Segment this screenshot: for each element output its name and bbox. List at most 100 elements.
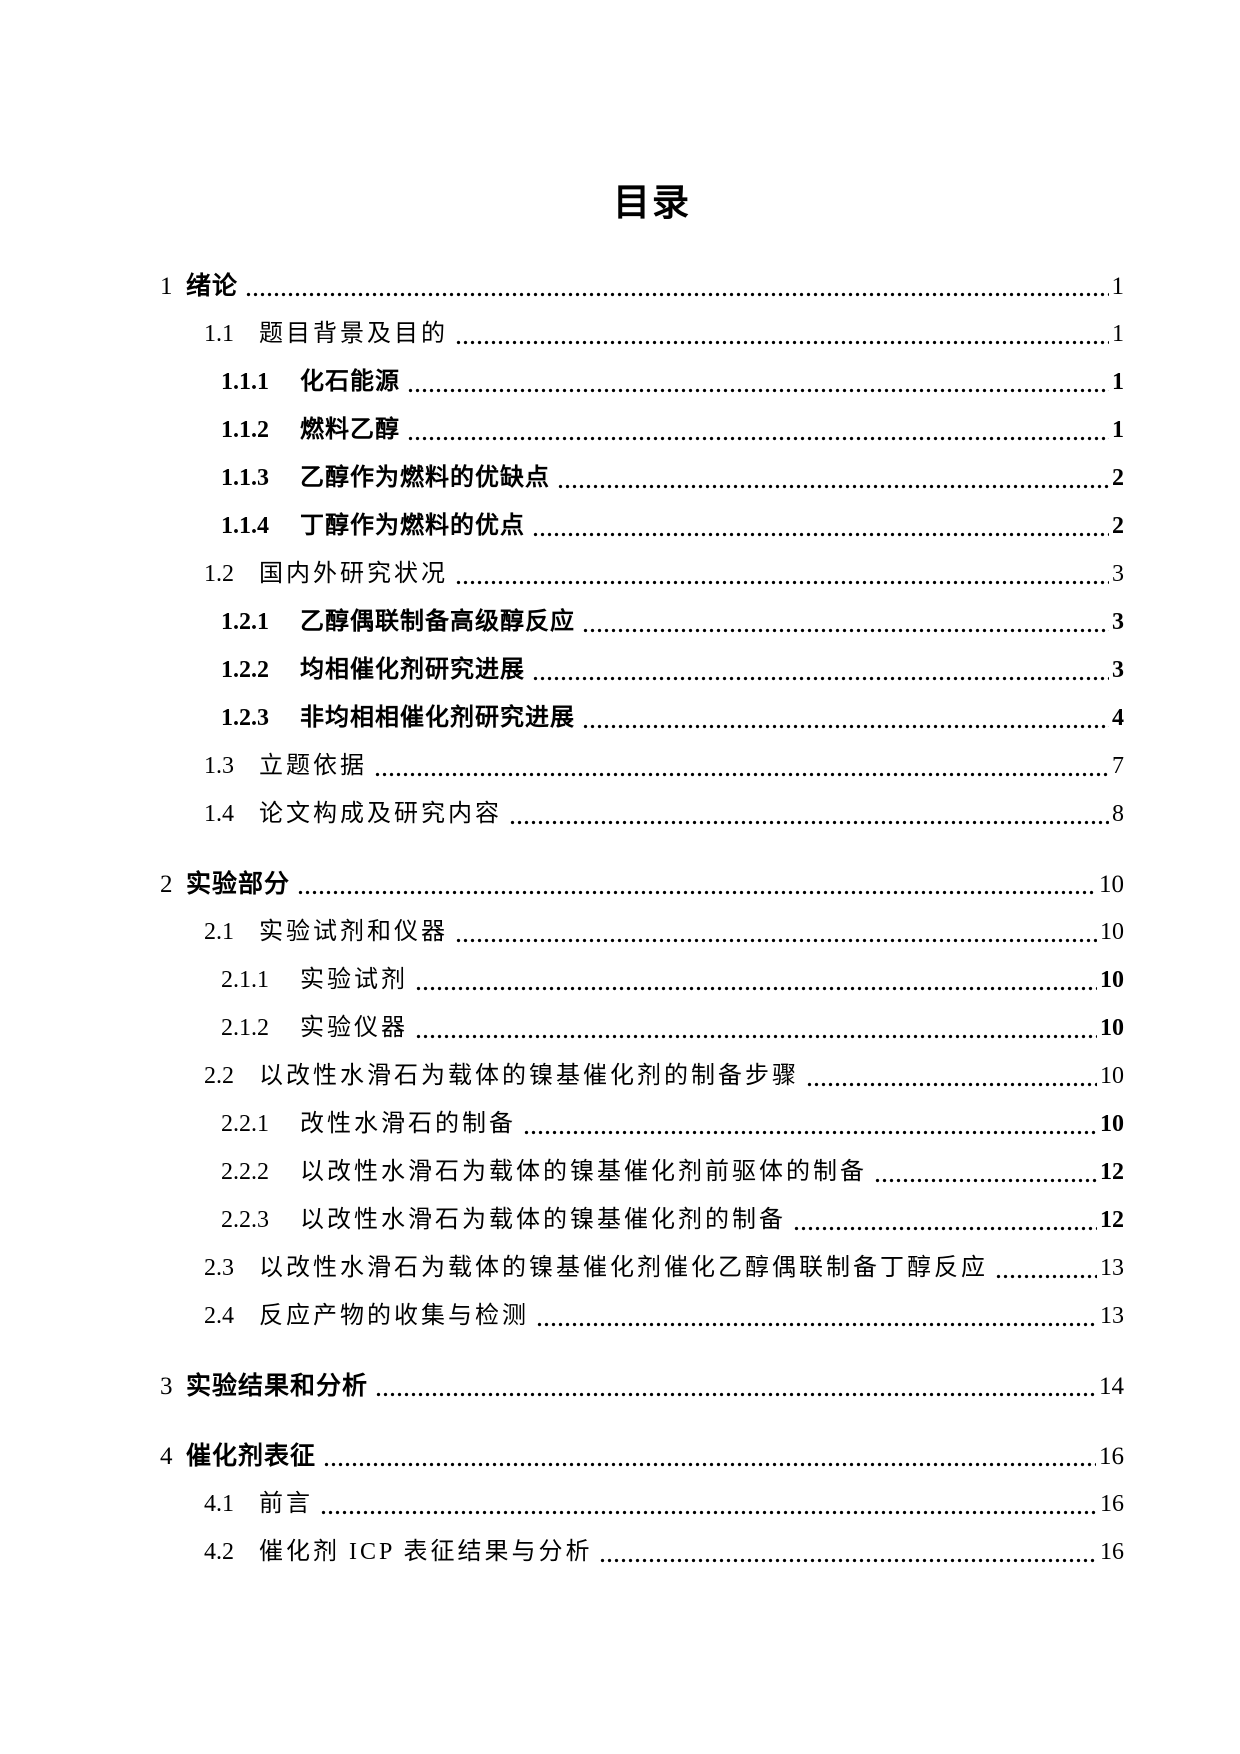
toc-entry-number: 4.2: [204, 1539, 234, 1565]
toc-entry[interactable]: 2.2.3 以改性水滑石为载体的镍基催化剂的制备 12: [160, 1196, 1124, 1244]
toc-entry-page: 13: [1100, 1255, 1124, 1281]
toc-entry-number: 1.1.3: [221, 465, 269, 491]
toc-entry-title: 前言: [259, 1491, 313, 1517]
toc-entry-page: 14: [1099, 1373, 1124, 1400]
toc-entry-title: 燃料乙醇: [300, 416, 400, 443]
toc-leader-dots: [456, 550, 1109, 598]
toc-entry-page: 16: [1099, 1443, 1124, 1470]
toc-entry-title: 以改性水滑石为载体的镍基催化剂催化乙醇偶联制备丁醇反应: [259, 1255, 988, 1281]
toc-entry-title: 以改性水滑石为载体的镍基催化剂的制备: [300, 1207, 786, 1233]
toc-entry-title: 化石能源: [300, 368, 400, 395]
toc-leader-dots: [524, 1100, 1097, 1148]
toc-entry-page: 1: [1112, 417, 1124, 443]
toc-leader-dots: [321, 1480, 1097, 1528]
toc-entry-page: 2: [1112, 513, 1124, 539]
toc-entry-page: 3: [1112, 609, 1124, 635]
toc-entry-number: 2.2.3: [221, 1207, 269, 1233]
toc-entry[interactable]: 1.4 论文构成及研究内容 8: [160, 790, 1124, 838]
toc-leader-dots: [583, 598, 1109, 646]
toc-entry[interactable]: 2.2.2 以改性水滑石为载体的镍基催化剂前驱体的制备 12: [160, 1148, 1124, 1196]
toc-entry-title: 改性水滑石的制备: [300, 1111, 516, 1137]
toc-entry[interactable]: 2.2 以改性水滑石为载体的镍基催化剂的制备步骤 10: [160, 1052, 1124, 1100]
page-title: 目录: [613, 182, 691, 223]
toc-entry-number: 1: [160, 273, 173, 300]
toc-entry-title: 乙醇作为燃料的优缺点: [300, 464, 550, 491]
toc-entry-number: 1.1: [204, 321, 234, 347]
toc-entry[interactable]: 1 绪论 1: [160, 262, 1124, 310]
toc-entry[interactable]: 2 实验部分 10: [160, 860, 1124, 908]
toc-entry-page: 4: [1112, 705, 1124, 731]
toc-entry-number: 1.3: [204, 753, 234, 779]
toc-entry-page: 8: [1112, 801, 1124, 827]
toc-entry[interactable]: 1.2.3 非均相相催化剂研究进展 4: [160, 694, 1124, 742]
toc-leader-dots: [456, 310, 1109, 358]
toc-entry-number: 3: [160, 1373, 173, 1400]
toc-leader-dots: [537, 1292, 1097, 1340]
toc-entry-number: 1.1.1: [221, 369, 269, 395]
toc-entry[interactable]: 1.1.4 丁醇作为燃料的优点 2: [160, 502, 1124, 550]
toc-entry-page: 7: [1112, 753, 1124, 779]
toc-entry[interactable]: 2.1.1 实验试剂 10: [160, 956, 1124, 1004]
toc-leader-dots: [375, 742, 1109, 790]
toc-leader-dots: [583, 694, 1109, 742]
toc-entry-title: 论文构成及研究内容: [259, 801, 502, 827]
toc-leader-dots: [996, 1244, 1097, 1292]
toc-entry-title: 绪论: [186, 272, 239, 300]
toc-entry-number: 1.2.2: [221, 657, 269, 683]
toc-leader-dots: [416, 1004, 1097, 1052]
toc-entry-title: 丁醇作为燃料的优点: [300, 512, 525, 539]
toc-entry[interactable]: 1.1 题目背景及目的 1: [160, 310, 1124, 358]
toc-entry-title: 实验试剂: [300, 967, 408, 993]
toc-leader-dots: [298, 860, 1096, 908]
toc-entry[interactable]: 4.1 前言 16: [160, 1480, 1124, 1528]
toc-entry-page: 10: [1099, 871, 1124, 898]
toc-entry-number: 2: [160, 871, 173, 898]
toc-leader-dots: [875, 1148, 1097, 1196]
toc-entry-title: 以改性水滑石为载体的镍基催化剂的制备步骤: [259, 1063, 799, 1089]
toc-entry-number: 2.1: [204, 919, 234, 945]
toc-entry[interactable]: 2.3 以改性水滑石为载体的镍基催化剂催化乙醇偶联制备丁醇反应 13: [160, 1244, 1124, 1292]
toc-leader-dots: [324, 1432, 1096, 1480]
toc-entry[interactable]: 4 催化剂表征 16: [160, 1432, 1124, 1480]
toc-entry[interactable]: 1.2 国内外研究状况 3: [160, 550, 1124, 598]
toc-entry[interactable]: 1.3 立题依据 7: [160, 742, 1124, 790]
toc-entry[interactable]: 2.2.1 改性水滑石的制备 10: [160, 1100, 1124, 1148]
toc-entry-page: 10: [1100, 967, 1124, 993]
toc-list: 1 绪论 1 1.1 题目背景及目的 1 1.1.1 化石能源 1 1.1.2 …: [160, 262, 1124, 1576]
toc-entry[interactable]: 1.2.1 乙醇偶联制备高级醇反应 3: [160, 598, 1124, 646]
toc-entry-page: 1: [1111, 273, 1125, 300]
toc-entry-page: 1: [1112, 369, 1124, 395]
toc-entry[interactable]: 2.4 反应产物的收集与检测 13: [160, 1292, 1124, 1340]
toc-entry[interactable]: 2.1.2 实验仪器 10: [160, 1004, 1124, 1052]
toc-entry-page: 10: [1100, 1015, 1124, 1041]
toc-entry-number: 2.4: [204, 1303, 234, 1329]
toc-entry[interactable]: 2.1 实验试剂和仪器 10: [160, 908, 1124, 956]
toc-leader-dots: [246, 262, 1109, 310]
toc-entry-title: 实验仪器: [300, 1015, 408, 1041]
toc-leader-dots: [533, 502, 1109, 550]
toc-entry-title: 题目背景及目的: [259, 321, 448, 347]
toc-entry-number: 1.1.2: [221, 417, 269, 443]
toc-entry-number: 1.2.3: [221, 705, 269, 731]
toc-entry-title: 催化剂表征: [186, 1442, 317, 1470]
toc-entry-page: 1: [1112, 321, 1124, 347]
toc-entry-page: 10: [1100, 1063, 1124, 1089]
toc-entry-page: 13: [1100, 1303, 1124, 1329]
toc-entry[interactable]: 3 实验结果和分析 14: [160, 1362, 1124, 1410]
toc-entry-title: 催化剂 ICP 表征结果与分析: [259, 1539, 593, 1565]
toc-entry-number: 2.1.1: [221, 967, 269, 993]
toc-entry-number: 4: [160, 1443, 173, 1470]
toc-entry-number: 1.2.1: [221, 609, 269, 635]
toc-entry[interactable]: 1.2.2 均相催化剂研究进展 3: [160, 646, 1124, 694]
toc-entry-page: 16: [1100, 1539, 1124, 1565]
toc-entry-number: 2.1.2: [221, 1015, 269, 1041]
toc-entry[interactable]: 1.1.3 乙醇作为燃料的优缺点 2: [160, 454, 1124, 502]
toc-leader-dots: [376, 1362, 1096, 1410]
toc-leader-dots: [600, 1528, 1097, 1576]
toc-entry[interactable]: 4.2 催化剂 ICP 表征结果与分析 16: [160, 1528, 1124, 1576]
toc-entry-title: 均相催化剂研究进展: [300, 656, 525, 683]
toc-entry[interactable]: 1.1.1 化石能源 1: [160, 358, 1124, 406]
toc-entry-page: 3: [1112, 561, 1124, 587]
toc-leader-dots: [416, 956, 1097, 1004]
toc-entry[interactable]: 1.1.2 燃料乙醇 1: [160, 406, 1124, 454]
